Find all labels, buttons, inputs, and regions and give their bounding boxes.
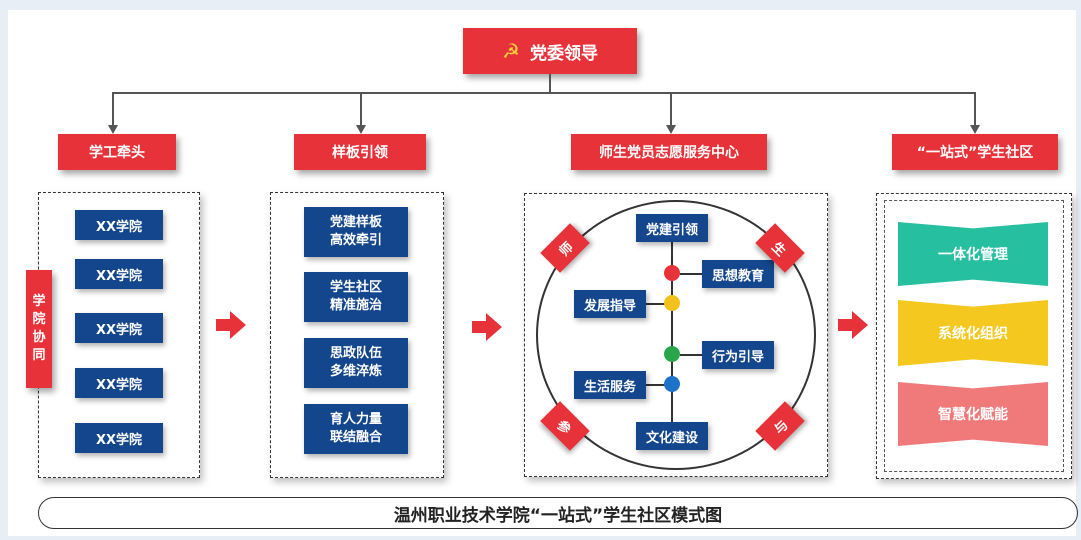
connector-drop-3	[670, 92, 672, 127]
party-leadership-box: ☭ 党委领导	[463, 28, 637, 74]
column-header-2: 样板引领	[294, 134, 426, 170]
connector-drop-2	[360, 92, 362, 127]
college-collaboration-label: 学 院 协 同	[26, 270, 52, 388]
connector-drop-4	[974, 92, 976, 127]
arrowhead-1	[108, 125, 118, 134]
diagram-caption-box: 温州职业技术学院“一站式”学生社区模式图	[38, 497, 1078, 529]
diagram-canvas: ☭ 党委领导 学工牵头 样板引领 师生党员志愿服务中心 “一站式”学生社区 学 …	[8, 10, 1078, 536]
connector-horizontal	[112, 92, 976, 94]
college-box: XX学院	[75, 313, 163, 343]
model-item-box: 党建样板 高效牵引	[304, 207, 408, 257]
community-item-smart: 智慧化赋能	[898, 382, 1048, 446]
column-header-4: “一站式”学生社区	[892, 134, 1058, 170]
college-box: XX学院	[75, 259, 163, 289]
vertical-spine	[671, 238, 673, 426]
model-item-box: 育人力量 联结融合	[304, 404, 408, 454]
arrowhead-3	[666, 125, 676, 134]
college-box: XX学院	[75, 210, 163, 240]
model-item-line1: 思政队伍	[329, 346, 382, 361]
model-item-line1: 学生社区	[329, 280, 382, 295]
community-item-integrated: 一体化管理	[898, 222, 1048, 286]
community-item-systematic: 系统化组织	[898, 300, 1048, 366]
party-emblem-icon: ☭	[502, 39, 520, 63]
node-ideological-education: 思想教育	[702, 260, 774, 288]
node-party-building-guidance: 党建引领	[636, 214, 708, 242]
branch-left-1	[646, 303, 668, 305]
branch-right-1	[680, 273, 702, 275]
connector-drop-1	[112, 92, 114, 127]
flow-arrow-3	[838, 311, 868, 339]
dot-blue	[664, 376, 680, 392]
column-header-1: 学工牵头	[58, 134, 176, 170]
flow-arrow-2	[472, 313, 502, 341]
college-collaboration-text: 学 院 协 同	[32, 294, 46, 363]
diagram-caption: 温州职业技术学院“一站式”学生社区模式图	[393, 505, 723, 526]
student-community-inner	[884, 200, 1064, 472]
branch-left-2	[646, 384, 668, 386]
model-item-line2: 多维淬炼	[329, 364, 382, 379]
node-life-services: 生活服务	[574, 371, 646, 399]
model-item-line1: 育人力量	[329, 412, 382, 427]
node-development-guidance: 发展指导	[574, 290, 646, 318]
dot-red	[664, 265, 680, 281]
model-item-line2: 高效牵引	[329, 233, 382, 248]
arrowhead-2	[356, 125, 366, 134]
connector-trunk	[549, 74, 551, 92]
column-header-3: 师生党员志愿服务中心	[571, 134, 767, 170]
dot-green	[664, 346, 680, 362]
arrowhead-4	[970, 125, 980, 134]
volunteer-circle	[536, 200, 816, 470]
node-behavior-guidance: 行为引导	[702, 341, 774, 369]
model-item-line2: 联结融合	[329, 430, 382, 445]
model-item-line1: 党建样板	[329, 215, 382, 230]
party-leadership-label: 党委领导	[529, 43, 598, 64]
college-box: XX学院	[75, 368, 163, 398]
college-box: XX学院	[75, 423, 163, 453]
model-item-line2: 精准施治	[329, 298, 382, 313]
model-item-box: 思政队伍 多维淬炼	[304, 338, 408, 388]
dot-yellow	[664, 295, 680, 311]
flow-arrow-1	[216, 311, 246, 339]
branch-right-2	[680, 354, 702, 356]
node-cultural-construction: 文化建设	[636, 422, 708, 450]
model-item-box: 学生社区 精准施治	[304, 272, 408, 322]
